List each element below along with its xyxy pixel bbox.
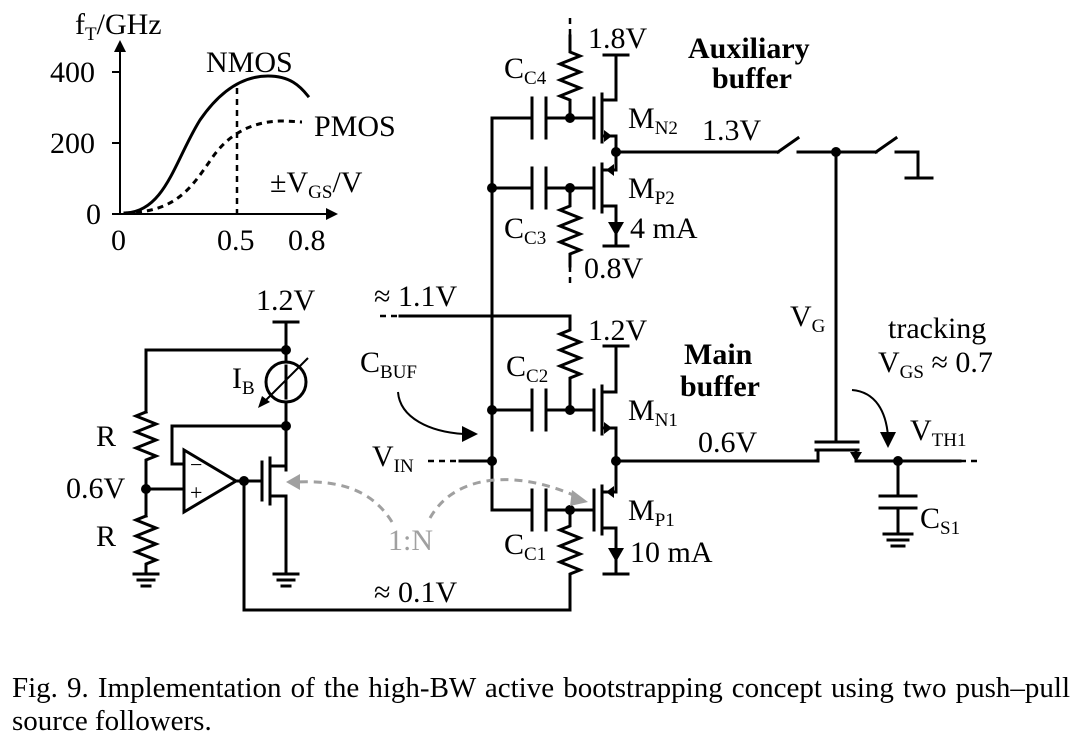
main-title-line1: Main bbox=[684, 338, 753, 371]
mn2-label: MN2 bbox=[628, 102, 678, 139]
main-supply-label: 1.2V bbox=[588, 314, 648, 347]
graph-ytick-0: 0 bbox=[86, 198, 101, 231]
vin-label: VIN bbox=[372, 440, 414, 477]
graph-ytick-200: 200 bbox=[50, 127, 95, 160]
tracking-vgs-label: VGS ≈ 0.7 bbox=[878, 346, 993, 383]
ft-graph: fT/GHz 400 200 0 0 0.5 0.8 ±VGS/V NMOS P… bbox=[50, 8, 396, 257]
mirror-arrow-left bbox=[295, 480, 394, 523]
main-output-voltage: 0.6V bbox=[698, 426, 758, 459]
cc1-label: CC1 bbox=[504, 528, 546, 565]
graph-xtick-08: 0.8 bbox=[288, 224, 326, 257]
mp2-label: MP2 bbox=[628, 172, 675, 209]
vth1-label: VTH1 bbox=[910, 414, 967, 451]
sampling-switch bbox=[814, 389, 980, 548]
aux-title-line2: buffer bbox=[712, 62, 792, 95]
opamp bbox=[182, 447, 239, 515]
cc4-label: CC4 bbox=[504, 52, 547, 89]
mn1-label: MN1 bbox=[628, 394, 678, 431]
graph-xtick-05: 0.5 bbox=[217, 224, 255, 257]
cbuf-label: CBUF bbox=[360, 346, 417, 383]
r-bottom-label: R bbox=[96, 520, 116, 553]
bias-line-1v1 bbox=[380, 314, 585, 412]
input-bus bbox=[487, 116, 497, 512]
loop-voltage-label: ≈ 0.1V bbox=[374, 576, 457, 609]
graph-x-arrow bbox=[326, 208, 338, 220]
nmos-curve bbox=[123, 74, 311, 215]
aux-supply-label: 1.8V bbox=[588, 22, 648, 55]
switch-1 bbox=[775, 135, 801, 155]
graph-pmos-label: PMOS bbox=[314, 110, 396, 143]
graph-nmos-label: NMOS bbox=[206, 46, 293, 79]
opamp-plus: + bbox=[190, 480, 202, 505]
main-title-line2: buffer bbox=[680, 370, 760, 403]
graph-ytick-400: 400 bbox=[50, 56, 95, 89]
aux-output-voltage: 1.3V bbox=[702, 114, 762, 147]
cbuf-arrow bbox=[397, 391, 465, 435]
opamp-minus: − bbox=[190, 452, 202, 477]
switch-2 bbox=[873, 135, 899, 155]
aux-bottom-supply-label: 0.8V bbox=[584, 252, 644, 285]
ib-label: IB bbox=[232, 362, 255, 399]
main-buffer bbox=[428, 344, 820, 612]
aux-title-line1: Auxiliary bbox=[688, 32, 810, 65]
cc2-label: CC2 bbox=[506, 350, 548, 387]
r-top-label: R bbox=[96, 420, 116, 453]
pmos-curve bbox=[124, 119, 303, 215]
cs1-label: CS1 bbox=[920, 502, 960, 539]
aux-current-label: 4 mA bbox=[630, 212, 698, 245]
graph-y-label: fT/GHz bbox=[75, 8, 162, 45]
bias-1v1-label: ≈ 1.1V bbox=[374, 280, 457, 313]
main-current-label: 10 mA bbox=[630, 536, 713, 569]
bias-generator bbox=[131, 320, 588, 612]
vg-label: VG bbox=[790, 300, 826, 337]
tracking-label: tracking bbox=[888, 312, 986, 345]
graph-xtick-0: 0 bbox=[111, 224, 126, 257]
cc3-label: CC3 bbox=[504, 212, 546, 249]
divider-mid-voltage: 0.6V bbox=[66, 472, 126, 505]
figure-caption: Fig. 9. Implementation of the high-BW ac… bbox=[12, 672, 1070, 737]
mirror-arrow-right bbox=[428, 478, 581, 519]
bias-supply-label: 1.2V bbox=[256, 284, 316, 317]
circuit-figure: fT/GHz 400 200 0 0 0.5 0.8 ±VGS/V NMOS P… bbox=[50, 8, 993, 612]
mirror-ratio-label: 1:N bbox=[388, 524, 433, 557]
mp1-label: MP1 bbox=[628, 494, 675, 531]
graph-y-arrow bbox=[114, 40, 126, 52]
graph-x-label: ±VGS/V bbox=[270, 166, 363, 203]
auxiliary-buffer bbox=[490, 18, 934, 444]
